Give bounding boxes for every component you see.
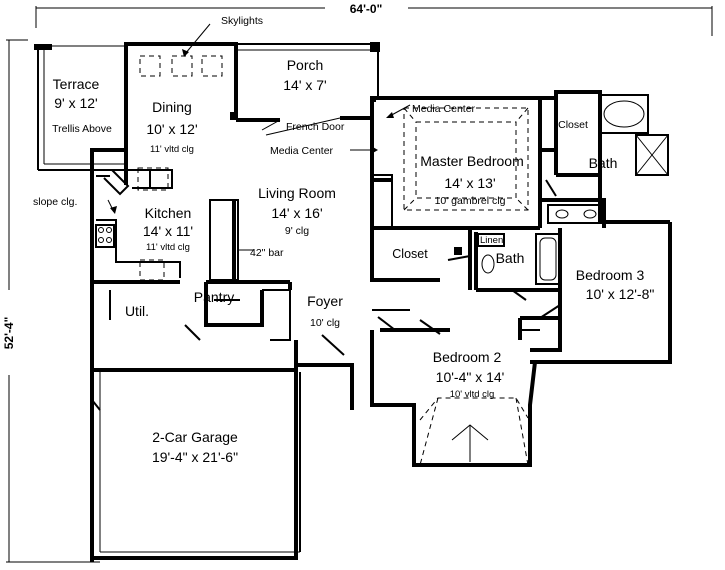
dining-size: 10' x 12' (146, 121, 197, 137)
living-size: 14' x 16' (271, 205, 322, 221)
dining-ceiling: 11' vltd clg (150, 144, 194, 155)
dining-name: Dining (152, 99, 192, 115)
living-name: Living Room (258, 185, 336, 201)
bedroom2-ceiling: 10' vltd clg (450, 389, 495, 400)
width-label: 64'-0" (350, 2, 383, 16)
bedroom2-name: Bedroom 2 (433, 349, 502, 365)
foyer-name: Foyer (307, 293, 343, 309)
bedroom3-name: Bedroom 3 (576, 267, 645, 283)
kitchen-size: 14' x 11' (143, 223, 193, 239)
master-size: 14' x 13' (444, 175, 495, 191)
master-bath-label: Bath (589, 155, 618, 171)
master-ceiling: 10' gambrel clg (435, 195, 506, 207)
depth-dimension: 52'-4" (2, 39, 100, 563)
bedroom2-size: 10'-4" x 14' (436, 369, 505, 385)
kitchen-ceiling: 11' vltd clg (146, 242, 190, 253)
foyer-ceiling: 10' clg (310, 317, 340, 329)
living-ceiling: 9' clg (285, 225, 309, 237)
skylights: Skylights (139, 15, 263, 77)
slope-clg-label: slope clg. (33, 196, 77, 208)
media-center-top-label: Media Center (412, 103, 476, 115)
linen-label: Linen (480, 235, 503, 246)
media-center-left-label: Media Center (270, 145, 334, 157)
walk-closet-label: Closet (392, 247, 428, 261)
bedroom3-size: 10' x 12'-8" (586, 286, 655, 302)
master-name: Master Bedroom (420, 153, 523, 169)
gambrel-ceiling-lines (403, 107, 529, 211)
porch-outline (236, 42, 380, 98)
utility-label: Util. (125, 303, 149, 319)
doors (91, 96, 561, 411)
porch-name: Porch (287, 57, 324, 73)
bar-label: 42" bar (250, 247, 284, 259)
porch-size: 14' x 7' (283, 77, 326, 93)
hall-bath-label: Bath (496, 250, 525, 266)
french-door-label: French Door (286, 121, 345, 133)
master-closet-label: Closet (558, 119, 588, 131)
interior-walls (92, 94, 669, 553)
garage-size: 19'-4" x 21'-6" (152, 449, 238, 465)
media-center-pointers (107, 104, 411, 251)
terrace-size: 9' x 12' (54, 95, 97, 111)
terrace-name: Terrace (53, 76, 100, 92)
depth-label: 52'-4" (2, 317, 16, 350)
trellis-note: Trellis Above (52, 123, 112, 135)
room-labels: Terrace 9' x 12' Trellis Above Dining 10… (33, 57, 654, 465)
width-dimension: 64'-0" (35, 2, 713, 36)
kitchen-name: Kitchen (145, 205, 192, 221)
skylights-label: Skylights (221, 15, 263, 27)
pantry-label: Pantry (194, 289, 234, 305)
garage-name: 2-Car Garage (152, 429, 238, 445)
